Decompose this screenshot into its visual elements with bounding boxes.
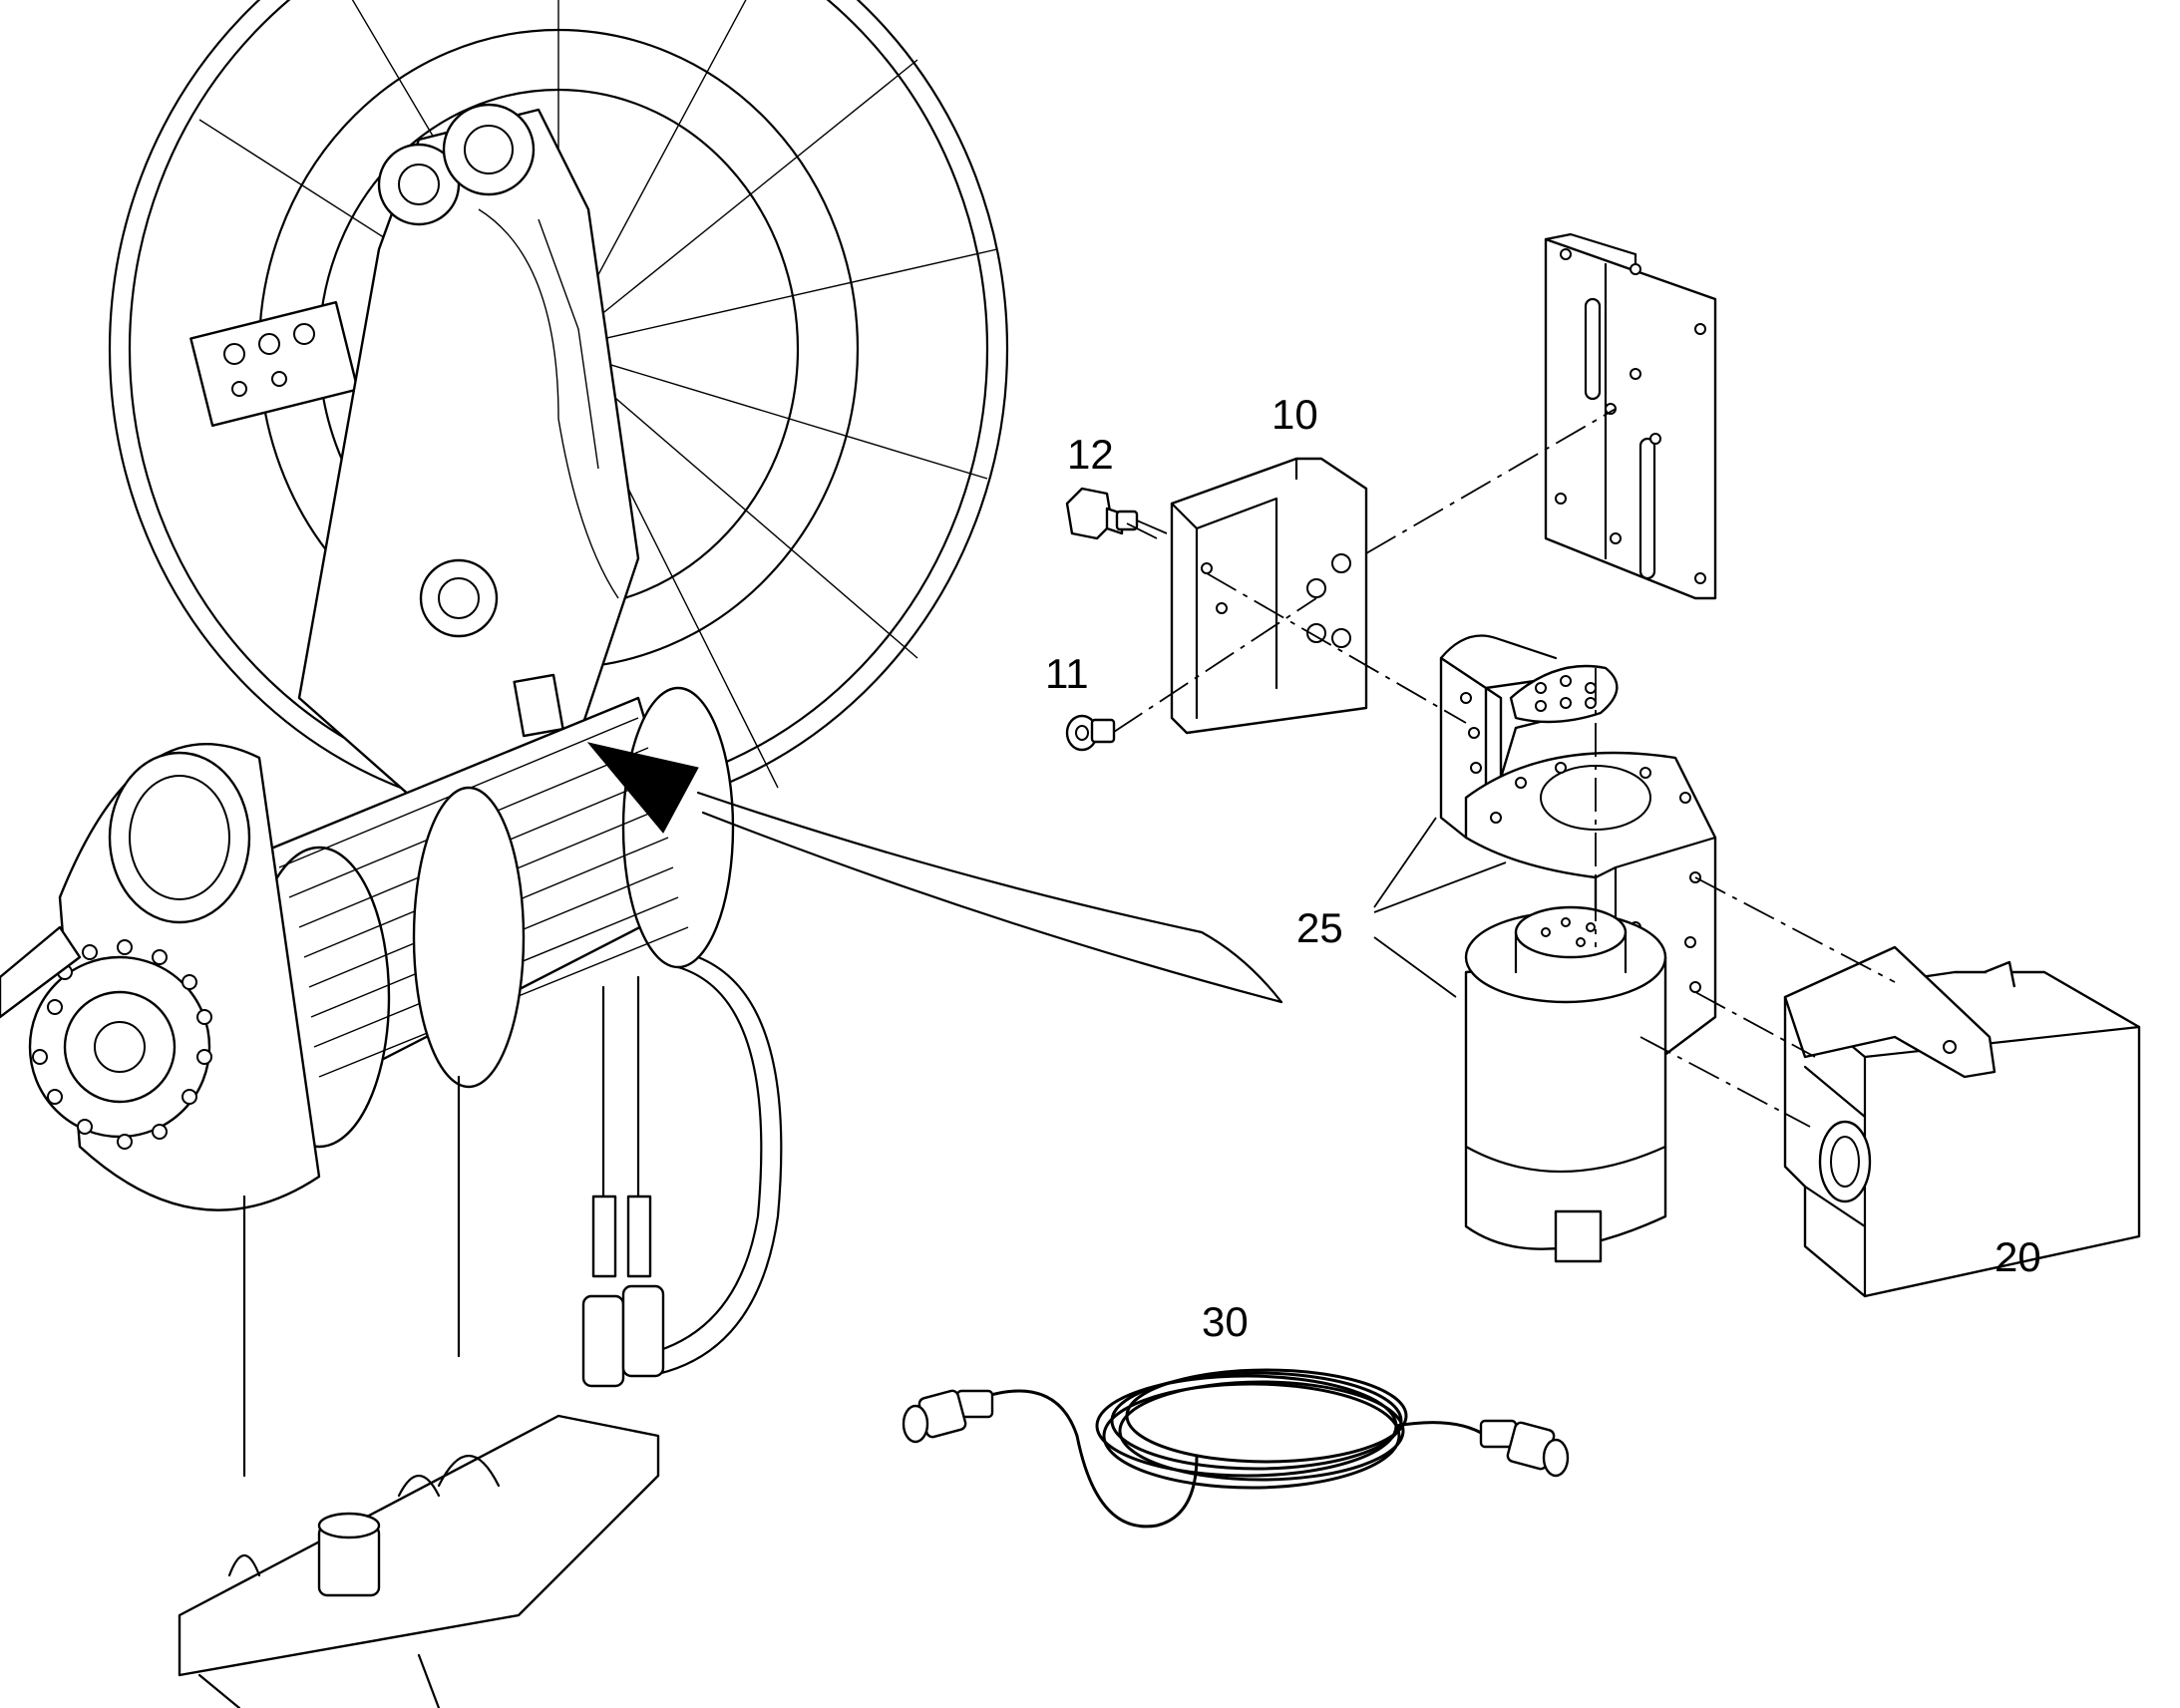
part-25-leaders (1373, 817, 1507, 998)
callout-20: 20 (1995, 1233, 2041, 1280)
cable-connector-left (902, 1389, 994, 1444)
callout-30: 30 (1202, 1298, 1249, 1345)
cable-drum (247, 686, 735, 1149)
cable-connector-right (1479, 1419, 1570, 1478)
mounting-plate (1544, 232, 1717, 600)
part-20-sensor-housing (1783, 945, 2141, 1298)
callout-11: 11 (1045, 650, 1089, 697)
part-12-hex-screw (1065, 487, 1139, 540)
drum-end-housing (0, 742, 321, 1211)
part-25-sensor-bracket (1439, 634, 1717, 1263)
arrowhead (586, 742, 699, 834)
callout-10: 10 (1272, 391, 1318, 438)
winch-reel-assembly (0, 0, 1008, 1708)
part-11-socket-screw (1065, 714, 1116, 752)
detail-arrow (586, 742, 1283, 1004)
part-10-angle-bracket (1170, 457, 1368, 735)
assembly-centerlines (1113, 408, 1896, 1128)
callout-25: 25 (1296, 904, 1343, 951)
callout-12: 12 (1067, 431, 1114, 478)
part-30-cable (902, 1368, 1570, 1529)
hook-block-assembly (178, 955, 783, 1708)
